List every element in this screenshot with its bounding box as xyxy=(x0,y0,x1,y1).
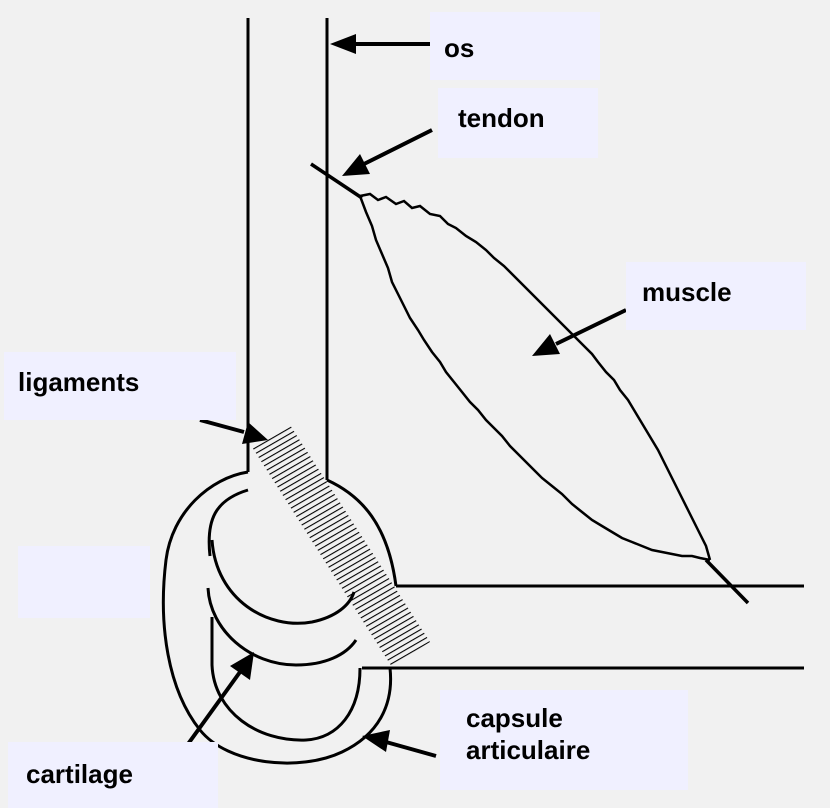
arrow-os xyxy=(330,34,430,54)
muscle-outline-lower xyxy=(358,195,711,562)
arrow-muscle xyxy=(532,308,627,356)
label-cartilage-text: cartilage xyxy=(26,759,133,789)
joint-capsule xyxy=(161,470,393,765)
label-muscle: muscle xyxy=(626,262,806,330)
label-os-text: os xyxy=(444,33,475,63)
label-capsule-line2: articulaire xyxy=(466,735,591,765)
label-capsule-line1: capsule xyxy=(466,703,563,733)
bone-head xyxy=(210,539,356,625)
arrow-ligaments xyxy=(199,418,268,444)
label-ligaments-text: ligaments xyxy=(18,367,140,397)
arrow-capsule xyxy=(362,730,437,758)
label-ligaments: ligaments xyxy=(4,352,236,420)
tendon-upper xyxy=(310,162,363,200)
muscle-outline-upper xyxy=(359,192,712,561)
label-capsule-articulaire: capsule articulaire xyxy=(440,690,688,790)
label-tendon-text: tendon xyxy=(458,103,545,133)
tendon-lower xyxy=(704,558,750,605)
label-tendon: tendon xyxy=(438,88,598,158)
label-blank xyxy=(18,546,150,618)
arrow-tendon xyxy=(342,128,433,176)
label-cartilage: cartilage xyxy=(8,742,218,808)
cartilage-layer xyxy=(206,587,358,667)
joint-capsule-right xyxy=(326,478,398,587)
ligament-band xyxy=(252,425,430,667)
capsule-inner-curve xyxy=(207,488,249,557)
label-os: os xyxy=(430,12,600,80)
arrow-cartilage xyxy=(186,652,254,746)
label-muscle-text: muscle xyxy=(642,277,732,307)
articular-socket xyxy=(210,617,362,742)
